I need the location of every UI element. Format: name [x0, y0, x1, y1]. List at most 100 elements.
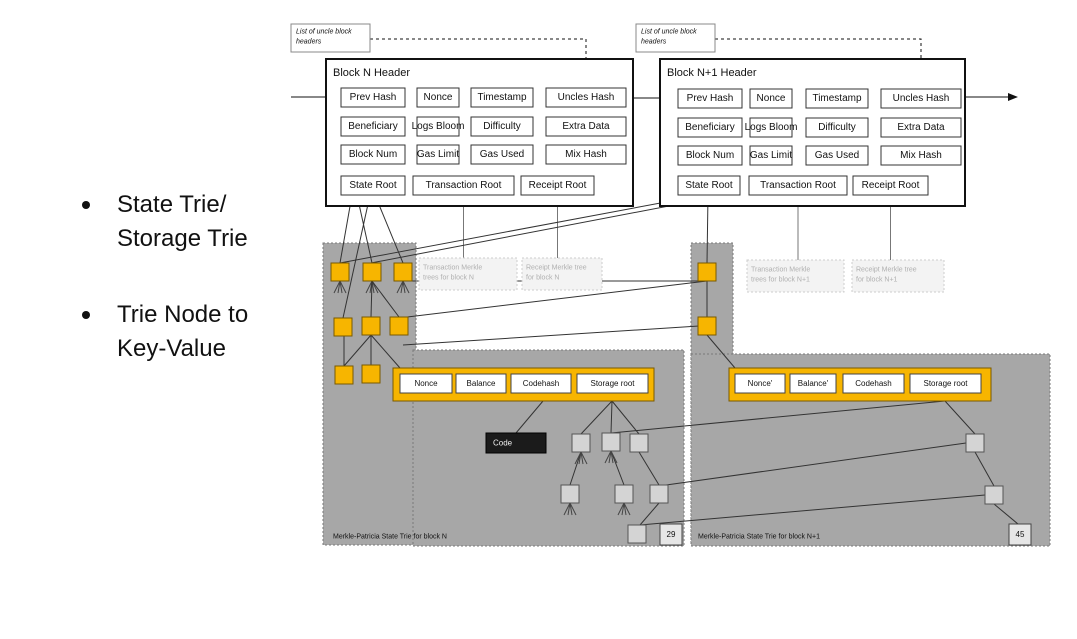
block-n-storage-trie-node: [649, 484, 669, 504]
block-n1-header-field-label: Gas Limit: [750, 150, 792, 161]
block-n-header-field-label: Prev Hash: [350, 92, 397, 103]
node-leg: [569, 502, 577, 516]
block-n1-root-field-box: [677, 175, 741, 196]
block-n-state-trie-node: [362, 262, 382, 282]
block-n-header-field-label: Logs Bloom: [412, 121, 465, 132]
block-n-uncle-note-text: headers: [296, 39, 322, 46]
node-leg: [396, 280, 404, 294]
node-leg: [608, 450, 612, 464]
block-n1-header-field-label: Nonce: [757, 93, 786, 104]
bullet-dot-icon: [82, 201, 90, 209]
node-leg: [337, 280, 341, 294]
block-n1-receipt-trie-label: for block N+1: [856, 277, 898, 284]
block-n-state-trie-node: [330, 262, 350, 282]
block-n-storage-trie-node: [627, 524, 647, 544]
node-leg: [621, 502, 625, 516]
block-n-header-field-label: Extra Data: [562, 121, 610, 132]
block-n-header-field-box: [416, 116, 460, 137]
node-leg: [574, 451, 582, 465]
block-n-account-field-box: [510, 373, 572, 394]
block-n-root-field-label: Transaction Root: [426, 180, 502, 191]
block-n1-header-field-box: [805, 145, 869, 166]
block-n-tx-trie-box: [418, 257, 518, 291]
node-leg: [610, 450, 618, 464]
block-n-root-field-label: State Root: [349, 180, 396, 191]
block-n1-header-field-box: [805, 88, 869, 109]
node-leg: [365, 280, 373, 294]
block-n1-header-field-label: Timestamp: [812, 93, 862, 104]
block-n1-header-field-label: Uncles Hash: [893, 93, 950, 104]
block-n-header-field-box: [545, 87, 627, 108]
block-n-receipt-trie-label: for block N: [526, 275, 559, 282]
block-n1-tx-trie-label: Transaction Merkle: [751, 267, 810, 274]
block-n1-header-field-box: [677, 145, 743, 166]
block-n1-tx-trie-label: trees for block N+1: [751, 277, 810, 284]
block-n1-header-field-label: Extra Data: [897, 122, 945, 133]
bullet-text-line: Storage Trie: [117, 225, 248, 252]
block-n-account-field-box: [576, 373, 649, 394]
block-n-header-field-box: [416, 87, 460, 108]
block-n-header-field-label: Nonce: [424, 92, 453, 103]
block-n-header-field-label: Mix Hash: [565, 149, 607, 160]
block-n-header-field-box: [470, 144, 534, 165]
bullet-text-line: Trie Node to: [117, 301, 249, 328]
node-leg: [617, 502, 625, 516]
block-n-storage-trie-node: [629, 433, 649, 453]
storage-root-line: [610, 400, 613, 434]
block-n1-tx-trie-box: [746, 259, 845, 293]
block-n1-header-field-label: Mix Hash: [900, 150, 942, 161]
block-n-uncle-dashed-arrow: [370, 38, 590, 81]
block-n1-root-field-box: [852, 175, 929, 196]
storage-edge: [639, 502, 660, 526]
storage-edge: [610, 450, 625, 486]
block-n-account-field-label: Codehash: [523, 379, 559, 388]
block-n1-account-field-label: Nonce': [748, 379, 773, 388]
block-n1-state-trie-node: [697, 262, 717, 282]
block-n1-header-field-box: [677, 117, 743, 138]
block-n-header-field-box: [545, 144, 627, 165]
bullet-text-line: Key-Value: [117, 335, 226, 362]
block-n1-account-field-box: [909, 373, 982, 394]
block-n1-header-field-label: Gas Used: [815, 150, 859, 161]
block-n1-header-field-box: [880, 117, 962, 138]
block-n1-header-field-box: [805, 117, 869, 138]
block-n-root-field-box: [340, 175, 406, 196]
block-n1-header-field-label: Difficulty: [818, 122, 856, 133]
block-n-storage-trie-node: [571, 433, 591, 453]
block-n-value-label: 29: [667, 530, 676, 539]
block-n-storage-trie-node: [601, 432, 621, 452]
block-n-account-field-box: [399, 373, 453, 394]
block-n-receipt-trie-box: [521, 257, 603, 291]
block-n-root-field-label: Receipt Root: [529, 180, 587, 191]
node-leg: [578, 451, 582, 465]
block-n1-header-field-label: Block Num: [686, 150, 734, 161]
block-n1-receipt-trie-box: [851, 259, 945, 293]
block-n1-storage-trie-node: [984, 485, 1004, 505]
block-n-account-field-label: Storage root: [590, 379, 635, 388]
node-leg: [604, 450, 612, 464]
state-root-line: [342, 194, 371, 319]
shared-node-link: [339, 195, 699, 264]
block-n-account-field-label: Balance: [467, 379, 496, 388]
block-n1-value-box: [1008, 523, 1032, 546]
block-n-code-label: Code: [493, 439, 513, 448]
shared-node-link: [402, 325, 700, 346]
block-n-header-field-label: Uncles Hash: [558, 92, 615, 103]
block-n-receipt-trie-label: Receipt Merkle tree: [526, 265, 587, 272]
block-n-state-trie-node: [361, 364, 381, 384]
node-leg: [402, 280, 410, 294]
block-n-state-trie-node: [361, 316, 381, 336]
storage-root-line: [580, 400, 613, 435]
block-n-value-box: [659, 523, 683, 546]
bullet-text-line: State Trie/: [117, 191, 227, 218]
block-n1-account-field-box: [789, 373, 837, 394]
block-n-state-trie-node: [393, 262, 413, 282]
shared-node-link: [610, 400, 946, 434]
block-n1-header-field-box: [749, 145, 793, 166]
node-leg: [400, 280, 404, 294]
block-n1-header-field-box: [749, 117, 793, 138]
node-leg: [333, 280, 341, 294]
block-n1-account-field-label: Codehash: [855, 379, 891, 388]
storage-edge: [993, 503, 1019, 525]
